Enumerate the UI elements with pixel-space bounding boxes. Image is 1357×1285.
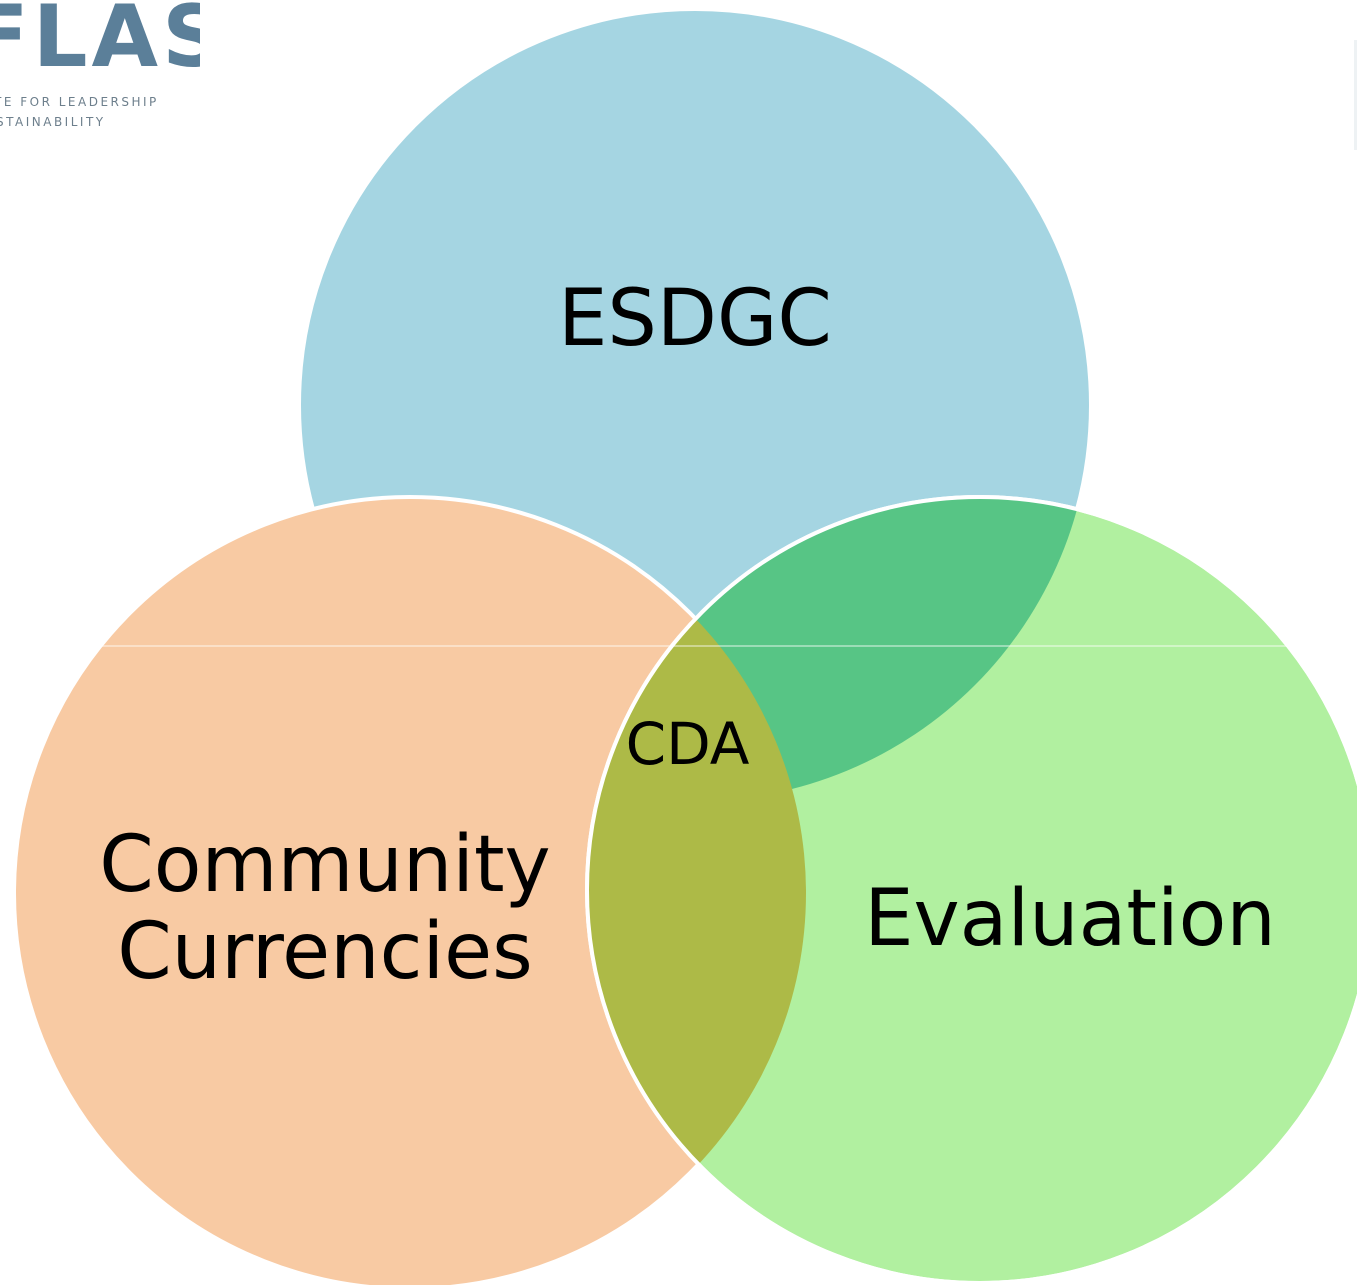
logo-tagline-line1: TE FOR LEADERSHIP: [0, 95, 159, 109]
logo-tagline-line2: STAINABILITY: [0, 115, 106, 129]
logo-wordmark: FLAS: [0, 0, 200, 87]
label-community-currencies: Community Currencies: [60, 820, 590, 998]
edge-strip: [1354, 40, 1357, 150]
label-community-line1: Community: [99, 820, 551, 910]
circle-evaluation-outline: [585, 495, 1357, 1285]
label-community-line2: Currencies: [117, 907, 533, 998]
overlap-esdgc-evaluation: [587, 497, 1091, 801]
label-cda: CDA: [625, 710, 750, 778]
flas-logo: FLAS TE FOR LEADERSHIP STAINABILITY: [0, 0, 200, 140]
label-esdgc: ESDGC: [558, 274, 832, 364]
label-evaluation: Evaluation: [864, 874, 1276, 964]
